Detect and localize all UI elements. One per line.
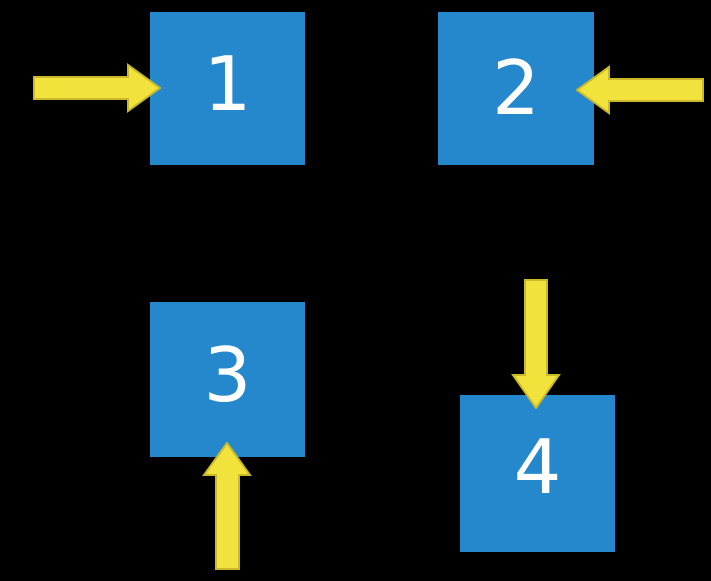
square-1: 1 [150,12,305,165]
square-2-label: 2 [492,44,540,132]
square-3: 3 [150,302,305,457]
up-arrow-icon [202,442,252,570]
down-arrow-icon [511,279,561,409]
square-1-label: 1 [203,40,252,128]
square-2: 2 [438,12,594,165]
left-arrow-icon [576,65,704,115]
square-3-label: 3 [203,331,252,419]
square-4-label: 4 [513,423,562,511]
square-4: 4 [460,395,615,552]
right-arrow-icon [33,63,162,113]
